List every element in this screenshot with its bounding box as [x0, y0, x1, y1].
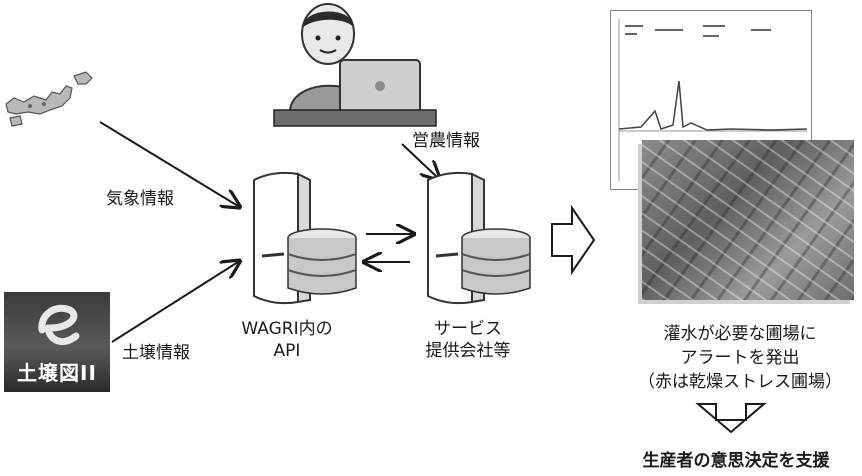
wagri-server-icon — [253, 171, 357, 305]
result-line2: アラートを発出 — [680, 348, 800, 368]
service-label-line2: 提供会社等 — [425, 341, 511, 361]
block-arrow-down-icon — [695, 403, 767, 434]
weather-arrow — [99, 121, 238, 206]
result-line3: （赤は乾燥ストレス圃場） — [638, 372, 842, 392]
soil-label: 土壌情報 — [122, 343, 190, 363]
field-map-photo — [642, 140, 854, 300]
service-provider-label: サービス 提供会社等 — [408, 318, 528, 362]
wagri-api-label: WAGRI内の API — [232, 318, 342, 362]
e-logo-icon — [38, 304, 80, 346]
wagri-label: WAGRI内の — [241, 319, 333, 339]
farm-info-label: 営農情報 — [412, 131, 480, 151]
soil-logo-text: 土壌図II — [17, 361, 97, 385]
farmer-at-laptop-icon — [273, 3, 437, 127]
block-arrow-right-icon — [551, 204, 596, 276]
weather-label: 気象情報 — [106, 189, 174, 209]
japan-map-icon — [5, 71, 93, 127]
service-server-icon — [427, 171, 531, 305]
result-line1: 灌水が必要な圃場に — [663, 324, 817, 344]
farm-arrow — [401, 143, 438, 178]
api-label: API — [273, 341, 301, 361]
moisture-line-plot — [618, 19, 808, 181]
soil-map-logo: 土壌図II — [4, 292, 110, 392]
result-caption: 灌水が必要な圃場に アラートを発出 （赤は乾燥ストレス圃場） — [618, 322, 862, 394]
service-label-line1: サービス — [434, 319, 502, 339]
support-caption: 生産者の意思決定を支援 — [642, 451, 830, 471]
soil-arrow — [111, 262, 238, 343]
